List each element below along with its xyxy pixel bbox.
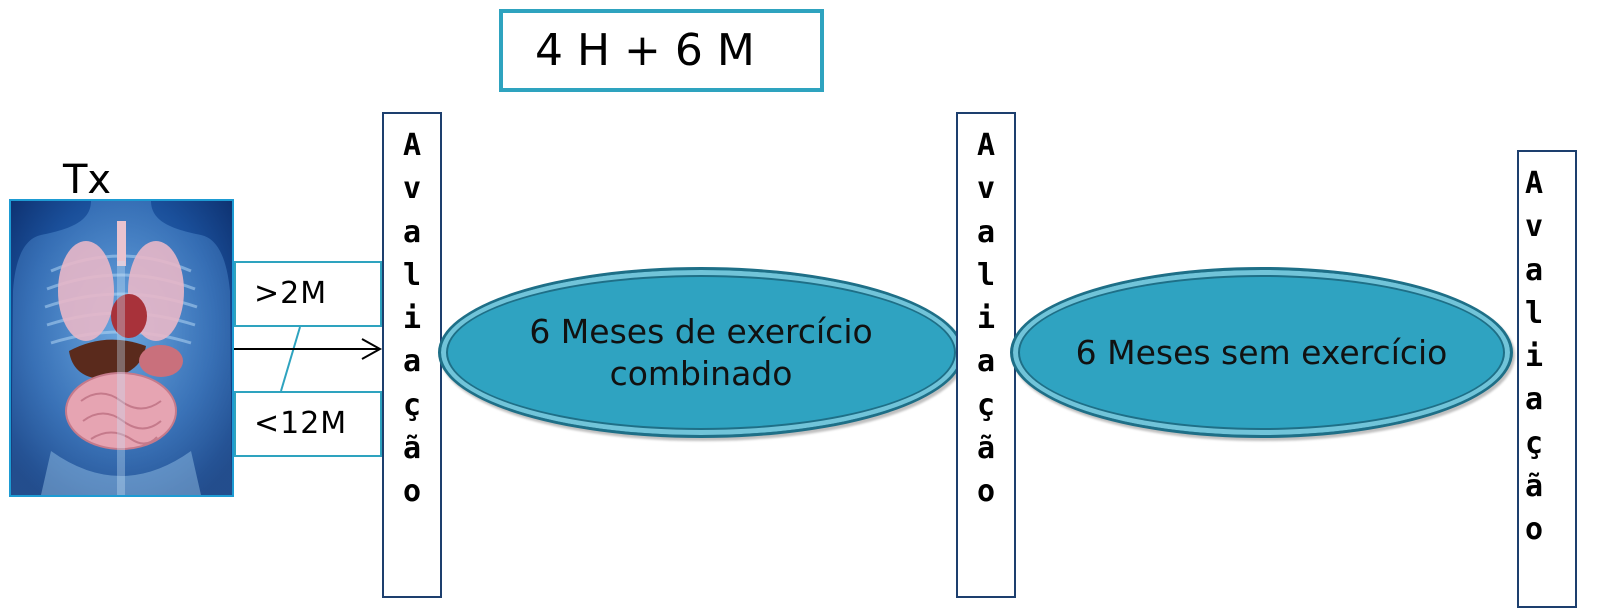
evaluation-column-3: A v a l i a ç ã o: [1517, 150, 1577, 608]
transplant-label: Tx: [63, 157, 112, 203]
evaluation-letter: ã: [1525, 469, 1544, 505]
evaluation-column-2: A v a l i a ç ã o: [956, 112, 1016, 598]
range-link-line: [280, 326, 301, 392]
evaluation-letter: i: [1525, 339, 1544, 375]
evaluation-letter: ç: [976, 387, 996, 423]
evaluation-letter: A: [402, 128, 422, 163]
evaluation-letter: a: [1525, 382, 1544, 418]
evaluation-letter: v: [402, 171, 422, 207]
phase-exercise-ellipse: 6 Meses de exercício combinado: [438, 267, 964, 438]
evaluation-letter: l: [976, 257, 996, 293]
evaluation-letter: a: [402, 344, 422, 380]
evaluation-letter: A: [1525, 166, 1544, 201]
min-time-box: >2M: [234, 261, 382, 327]
evaluation-letter: a: [1525, 252, 1544, 288]
evaluation-letter: i: [402, 301, 422, 337]
evaluation-letter: ç: [402, 387, 422, 423]
max-time-box: <12M: [234, 391, 382, 457]
evaluation-letter: ã: [402, 431, 422, 467]
evaluation-letter: l: [402, 257, 422, 293]
evaluation-letter: a: [976, 344, 996, 380]
evaluation-letter: v: [1525, 209, 1544, 245]
evaluation-letter: i: [976, 301, 996, 337]
phase-exercise-label: 6 Meses de exercício combinado: [529, 311, 873, 393]
max-time-label: <12M: [254, 406, 348, 441]
evaluation-letter: v: [976, 171, 996, 207]
phase-no-exercise-ellipse: 6 Meses sem exercício: [1010, 267, 1513, 438]
evaluation-letter: l: [1525, 295, 1544, 331]
phase-no-exercise-label: 6 Meses sem exercício: [1075, 332, 1448, 372]
group-size-label: 4 H + 6 M: [535, 25, 755, 76]
evaluation-letter: a: [976, 214, 996, 250]
anatomy-illustration: [9, 199, 234, 497]
evaluation-letter: A: [976, 128, 996, 163]
evaluation-letter: a: [402, 214, 422, 250]
group-size-box: 4 H + 6 M: [499, 9, 824, 92]
evaluation-letter: o: [1525, 512, 1544, 548]
evaluation-letter: ç: [1525, 425, 1544, 461]
min-time-label: >2M: [254, 276, 328, 311]
evaluation-letter: ã: [976, 431, 996, 467]
evaluation-letter: o: [976, 474, 996, 510]
entry-arrow-head: [361, 338, 383, 360]
evaluation-column-1: A v a l i a ç ã o: [382, 112, 442, 598]
evaluation-letter: o: [402, 474, 422, 510]
